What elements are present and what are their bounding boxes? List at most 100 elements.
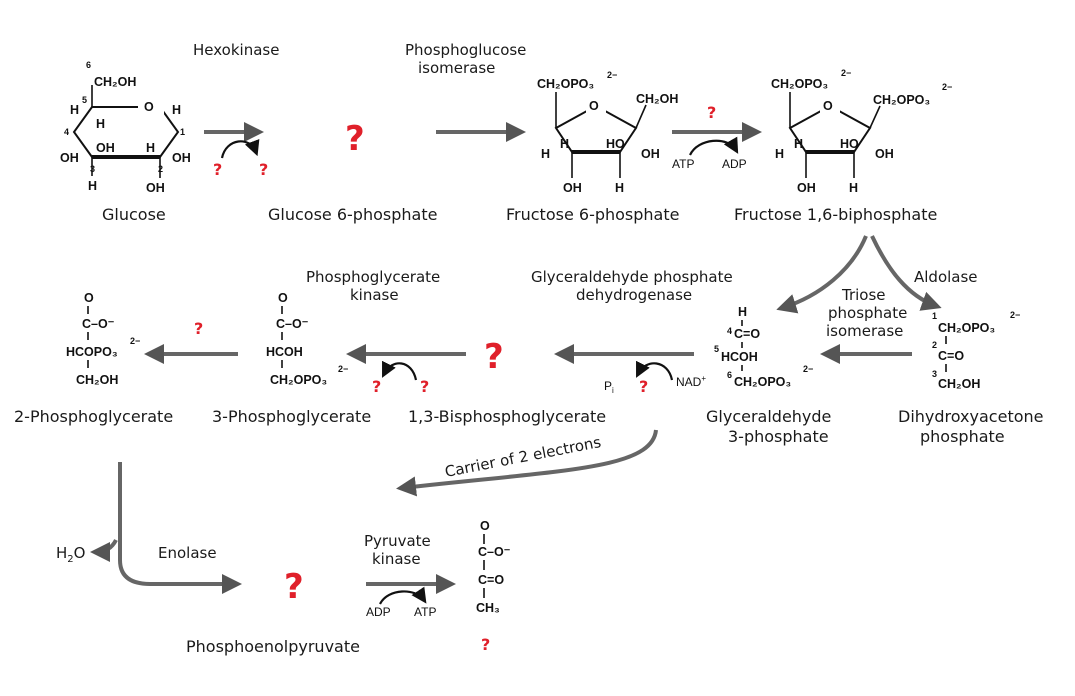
svg-text:O: O bbox=[84, 291, 94, 305]
svg-text:HCOPO₃: HCOPO₃ bbox=[66, 345, 118, 359]
g6p-label: Glucose 6-phosphate bbox=[268, 205, 437, 224]
svg-text:2−: 2− bbox=[607, 70, 617, 80]
svg-text:OH: OH bbox=[875, 147, 894, 161]
enolase-label: Enolase bbox=[158, 544, 217, 562]
dhap-label-line1: Dihydroxyacetone bbox=[898, 407, 1043, 426]
pyruvate-structure: O C–O⁻ C=O CH₃ bbox=[476, 519, 511, 615]
svg-text:4: 4 bbox=[64, 127, 69, 137]
svg-text:OH: OH bbox=[172, 151, 191, 165]
f16bp-label: Fructose 1,6-biphosphate bbox=[734, 205, 937, 224]
svg-text:5: 5 bbox=[714, 344, 719, 354]
svg-text:C–O⁻: C–O⁻ bbox=[82, 317, 115, 331]
svg-text:H: H bbox=[775, 147, 784, 161]
aldolase-label: Aldolase bbox=[914, 268, 978, 286]
svg-text:CH₂OH: CH₂OH bbox=[76, 373, 118, 387]
unknown-pyruvate-name: ? bbox=[481, 635, 490, 654]
svg-text:C=O: C=O bbox=[478, 573, 504, 587]
svg-text:C=O: C=O bbox=[734, 327, 760, 341]
svg-text:5: 5 bbox=[82, 95, 87, 105]
svg-text:OH: OH bbox=[96, 141, 115, 155]
svg-text:H: H bbox=[794, 137, 803, 151]
svg-text:CH₂OPO₃: CH₂OPO₃ bbox=[938, 321, 995, 335]
svg-text:CH₂OH: CH₂OH bbox=[94, 75, 136, 89]
svg-text:O: O bbox=[144, 100, 154, 114]
svg-text:C–O⁻: C–O⁻ bbox=[478, 545, 511, 559]
dhap-structure: 1 CH₂OPO₃ 2− 2 C=O 3 CH₂OH bbox=[932, 310, 1020, 391]
pi-label: Pi bbox=[604, 379, 614, 395]
svg-text:3: 3 bbox=[932, 369, 937, 379]
glucose-structure: O CH₂OH 6 5 4 3 2 1 H H H OH OH OH H H O… bbox=[60, 60, 191, 195]
pk-label-line2: kinase bbox=[372, 550, 421, 568]
bpg-label: 1,3-Bisphosphoglycerate bbox=[408, 407, 606, 426]
svg-text:HCOH: HCOH bbox=[266, 345, 303, 359]
pg2-label: 2-Phosphoglycerate bbox=[14, 407, 173, 426]
svg-text:4: 4 bbox=[727, 326, 732, 336]
g3p-structure: H 4 C=O 5 HCOH 6 CH₂OPO₃ 2− bbox=[714, 305, 813, 389]
svg-text:OH: OH bbox=[60, 151, 79, 165]
tpi-label-line1: Triose bbox=[841, 286, 886, 304]
svg-text:CH₂OPO₃: CH₂OPO₃ bbox=[873, 93, 930, 107]
unknown-hexokinase-output: ? bbox=[259, 160, 268, 179]
svg-text:2−: 2− bbox=[841, 68, 851, 78]
dhap-label-line2: phosphate bbox=[920, 427, 1005, 446]
svg-text:CH₂OPO₃: CH₂OPO₃ bbox=[734, 375, 791, 389]
svg-text:2−: 2− bbox=[338, 364, 348, 374]
svg-text:O: O bbox=[823, 99, 833, 113]
svg-text:2−: 2− bbox=[130, 336, 140, 346]
svg-text:OH: OH bbox=[563, 181, 582, 195]
gapdh-label-line1: Glyceraldehyde phosphate bbox=[531, 268, 733, 286]
pg2-structure: O C–O⁻ HCOPO₃ 2− CH₂OH bbox=[66, 291, 140, 387]
svg-text:H: H bbox=[849, 181, 858, 195]
svg-text:CH₂OPO₃: CH₂OPO₃ bbox=[270, 373, 327, 387]
svg-text:1: 1 bbox=[180, 127, 185, 137]
unknown-gapdh-product: ? bbox=[639, 377, 648, 396]
svg-text:6: 6 bbox=[727, 370, 732, 380]
gapdh-cofactor-curve bbox=[636, 360, 674, 381]
pfk-cofactor-curve bbox=[689, 136, 739, 156]
atp-label: ATP bbox=[672, 157, 694, 171]
unknown-pgk-output: ? bbox=[420, 377, 429, 396]
pk-label-line1: Pyruvate bbox=[364, 532, 431, 550]
unknown-bpg-structure: ? bbox=[484, 337, 504, 377]
aldolase-arrow-to-dhap bbox=[870, 235, 942, 311]
water-label: H2O bbox=[56, 544, 85, 565]
g3p-label-line2: 3-phosphate bbox=[728, 427, 829, 446]
svg-text:CH₂OH: CH₂OH bbox=[938, 377, 980, 391]
svg-text:C–O⁻: C–O⁻ bbox=[276, 317, 309, 331]
unknown-pfk-enzyme: ? bbox=[707, 103, 716, 122]
svg-text:C=O: C=O bbox=[938, 349, 964, 363]
nad-label: NAD+ bbox=[676, 374, 706, 389]
svg-text:6: 6 bbox=[86, 60, 91, 70]
pk-cofactor-curve bbox=[379, 586, 427, 605]
svg-text:H: H bbox=[560, 137, 569, 151]
svg-text:OH: OH bbox=[641, 147, 660, 161]
svg-text:1: 1 bbox=[932, 311, 937, 321]
pg3-label: 3-Phosphoglycerate bbox=[212, 407, 371, 426]
svg-text:2−: 2− bbox=[942, 82, 952, 92]
svg-text:H: H bbox=[88, 179, 97, 193]
pep-label: Phosphoenolpyruvate bbox=[186, 637, 360, 656]
f6p-structure: O CH₂OPO₃ 2− CH₂OH H H HO OH OH H bbox=[537, 70, 678, 195]
svg-text:H: H bbox=[172, 103, 181, 117]
adp-label: ADP bbox=[722, 157, 747, 171]
svg-text:CH₃: CH₃ bbox=[476, 601, 500, 615]
hexokinase-label: Hexokinase bbox=[193, 41, 279, 59]
unknown-pgk-input: ? bbox=[372, 377, 381, 396]
pgk-label-line1: Phosphoglycerate bbox=[306, 268, 440, 286]
svg-text:CH₂OPO₃: CH₂OPO₃ bbox=[771, 77, 828, 91]
svg-text:2−: 2− bbox=[1010, 310, 1020, 320]
water-release-arrow bbox=[90, 539, 118, 562]
enolase-arrow bbox=[118, 462, 242, 594]
svg-text:H: H bbox=[738, 305, 747, 319]
svg-text:H: H bbox=[541, 147, 550, 161]
svg-text:CH₂OH: CH₂OH bbox=[636, 92, 678, 106]
unknown-mutase-enzyme: ? bbox=[194, 319, 203, 338]
pgk-cofactor-curve bbox=[382, 360, 418, 381]
svg-text:2−: 2− bbox=[803, 364, 813, 374]
svg-text:H: H bbox=[615, 181, 624, 195]
svg-text:H: H bbox=[96, 117, 105, 131]
svg-text:OH: OH bbox=[146, 181, 165, 195]
unknown-hexokinase-input: ? bbox=[213, 160, 222, 179]
